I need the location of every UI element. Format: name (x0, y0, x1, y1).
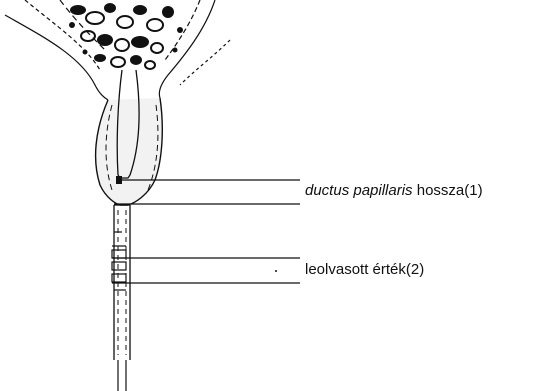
stray-dot (275, 270, 277, 272)
measuring-probe (114, 205, 130, 391)
reading-value-label: leolvasott érték(2) (305, 261, 424, 279)
duct-length-suffix: hossza(1) (413, 182, 483, 199)
duct-term: ductus papillaris (305, 182, 413, 199)
papilla (96, 98, 163, 205)
duct-length-label: ductus papillaris hossza(1) (305, 182, 483, 200)
